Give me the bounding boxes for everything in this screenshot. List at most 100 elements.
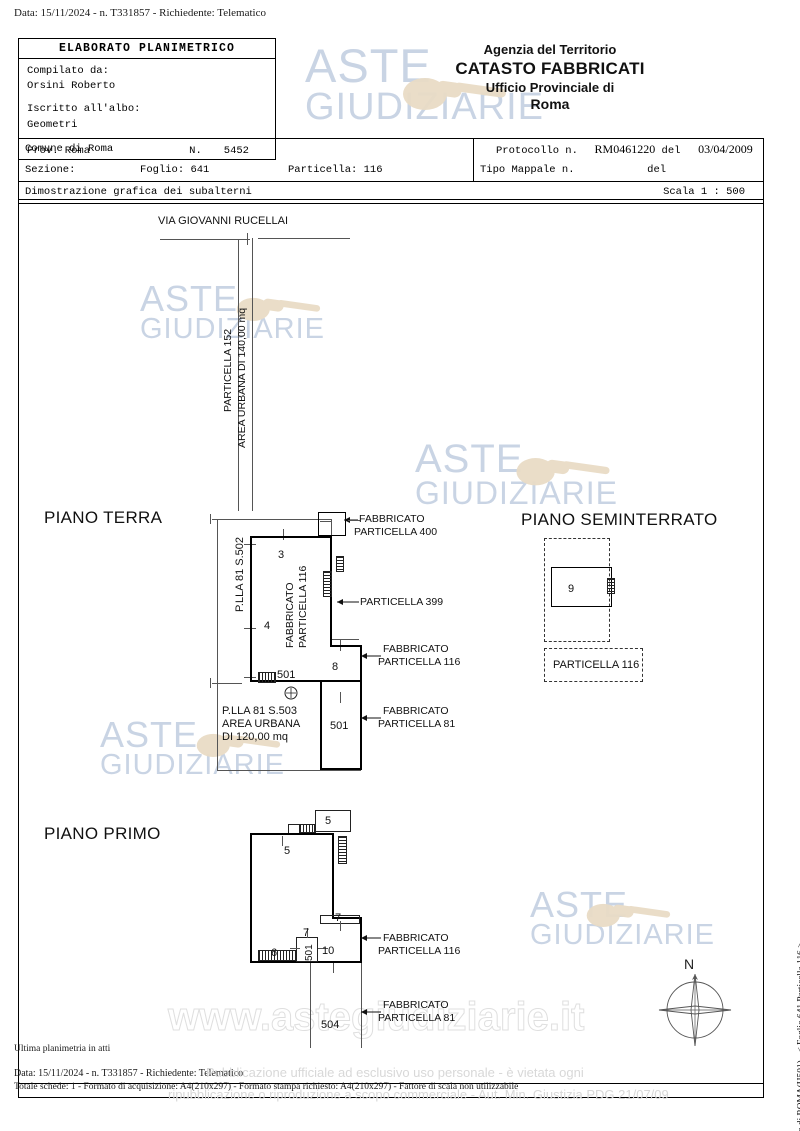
primo-callout-116-line-1: FABBRICATO: [383, 932, 449, 944]
pt-thin-h-right-bottom: [331, 770, 361, 771]
pt-tick-6: [283, 529, 284, 540]
pt-wall-bottom: [250, 680, 360, 683]
province-label: Prov. Roma: [27, 144, 91, 157]
callout-116-line-2: PARTICELLA 116: [378, 656, 461, 668]
sub-label-504: 504: [321, 1019, 340, 1031]
sub-label-7a: 7: [303, 927, 310, 939]
number-value: 5452: [223, 144, 249, 157]
stairs-icon-pt-1: [323, 571, 332, 597]
pp-tick-3: [290, 948, 300, 949]
piano-terra-title: PIANO TERRA: [44, 508, 163, 527]
street-tick: [247, 233, 248, 245]
stairs-icon-primo-1: [299, 824, 315, 833]
protocollo-row: Protocollo n. RM0461220 del 03/04/2009: [474, 139, 763, 160]
plla-81-s503-label-3: DI 120,00 mq: [222, 731, 289, 743]
protocollo-value: RM0461220: [594, 142, 656, 156]
stairs-icon-semi: [607, 578, 615, 594]
compass-icon: [658, 973, 732, 1047]
compiled-by-label: Compilato da:: [27, 65, 109, 77]
sub-label-8: 8: [332, 661, 339, 673]
pt-wall-left: [250, 536, 253, 682]
stairs-icon-pt-3: [258, 672, 276, 683]
pt-wall-501-left: [320, 682, 323, 770]
info-left-cell: Comune di Roma Sezione: Foglio: 641 Part…: [19, 139, 474, 181]
pp-tick-5: [307, 928, 308, 938]
callout-arrow-116-pp: [361, 935, 381, 941]
protocollo-date: 03/04/2009: [698, 142, 753, 156]
sub-label-7b: 7: [335, 912, 342, 924]
tipo-mappale-label: Tipo Mappale n.: [480, 164, 575, 176]
callout-arrow-399: [337, 599, 359, 605]
plla-81-s503-label-1: P.LLA 81 S.503: [222, 705, 298, 717]
pp-wall-left: [250, 833, 253, 963]
scala-label: Scala 1 : 500: [663, 186, 745, 198]
particella-400-box: [318, 512, 346, 536]
pt-tick-8: [340, 692, 341, 703]
pt-wall-501-right: [360, 682, 363, 770]
pt-tick-2: [210, 678, 211, 688]
callout-line-400: [348, 520, 360, 521]
sub-label-10: 10: [322, 945, 335, 957]
pt-thin-v-left-lower: [217, 683, 218, 771]
comune-label: Comune di Roma: [25, 143, 114, 155]
pp-wall-right-lower: [360, 917, 363, 963]
fabbricato-vert-label-2: PARTICELLA 116: [297, 565, 309, 648]
sub-label-5b: 5: [284, 845, 291, 857]
elaborato-body: Compilato da: Orsini Roberto Iscritto al…: [19, 59, 275, 145]
callout-400-line-2: PARTICELLA 400: [354, 526, 438, 538]
street-label: VIA GIOVANNI RUCELLAI: [158, 215, 289, 227]
callout-arrow-116-pt: [361, 653, 381, 659]
particella-label: Particella: 116: [287, 164, 383, 176]
pp-504-right: [361, 963, 362, 1048]
primo-callout-81-line-2: PARTICELLA 81: [378, 1012, 456, 1024]
sub-label-501a: 501: [277, 669, 296, 681]
well-icon: [284, 686, 298, 700]
foglio-label: Foglio: 641: [140, 164, 210, 176]
piano-primo-title: PIANO PRIMO: [44, 824, 161, 843]
pp-tick-4: [318, 948, 328, 949]
elaborato-province-row: Prov. Roma N. 5452: [19, 145, 275, 159]
elaborato-title: ELABORATO PLANIMETRICO: [19, 39, 275, 59]
compass-north-label: N: [684, 956, 695, 972]
stairs-icon-primo-3: [258, 950, 296, 961]
sub-label-primo-501: 501: [304, 944, 315, 961]
sezione-row: Sezione: Foglio: 641 Particella: 116: [19, 160, 473, 181]
parcel-152-area-label: AREA URBANA DI 140,00 mq: [236, 307, 248, 448]
pt-wall-top: [250, 536, 332, 539]
number-label: N.: [189, 144, 202, 157]
callout-399-label: PARTICELLA 399: [360, 596, 444, 608]
parcel-152-label: PARTICELLA 152: [222, 328, 234, 412]
footer-line-1: Data: 15/11/2024 - n. T331857 - Richiede…: [14, 1068, 244, 1079]
primo-callout-81-line-1: FABBRICATO: [383, 999, 449, 1011]
ultima-planimetria-label: Ultima planimetria in atti: [14, 1044, 111, 1054]
info-right-cell: Protocollo n. RM0461220 del 03/04/2009 T…: [474, 139, 763, 181]
tipo-mappale-row: Tipo Mappale n. del: [474, 160, 763, 181]
sub-label-4: 4: [264, 620, 271, 632]
demo-label: Dimostrazione grafica dei subalterni: [25, 186, 252, 198]
sub-label-9: 9: [568, 583, 575, 595]
agency-line-1: Agenzia del Territorio: [483, 42, 617, 57]
footer-line-2: Totale schede: 1 - Formato di acquisizio…: [14, 1082, 519, 1092]
pp-wall-top: [250, 833, 334, 836]
pt-thin-h-mid: [212, 683, 242, 684]
footer-box: [18, 1060, 764, 1098]
drawing-frame: [18, 199, 764, 1084]
protocollo-del-label: del: [661, 145, 681, 157]
pp-504-tick: [333, 963, 334, 973]
plla-81-s502-label: P.LLA 81 S.502: [234, 536, 246, 612]
parcel-152-right-edge: [252, 238, 253, 511]
fabbricato-vert-label-1: FABBRICATO: [284, 582, 296, 648]
pt-thin-v-left: [217, 519, 218, 684]
agency-line-4: Roma: [530, 95, 570, 112]
registered-label: Iscritto all'albo:: [27, 103, 141, 116]
parcel-152-left-edge: [238, 239, 239, 511]
sub-label-501b: 501: [330, 720, 349, 732]
callout-arrow-81-pt: [361, 715, 381, 721]
pt-thin-h-right: [331, 639, 359, 640]
agency-line-3: Ufficio Provinciale di: [485, 79, 615, 95]
seminterrato-particella-box: [544, 648, 643, 682]
pt-thin-h-bottom: [217, 770, 337, 771]
tipo-mappale-del-label: del: [647, 164, 667, 176]
callout-116-line-1: FABBRICATO: [383, 643, 449, 655]
callout-arrow-81-pp: [361, 1009, 381, 1015]
